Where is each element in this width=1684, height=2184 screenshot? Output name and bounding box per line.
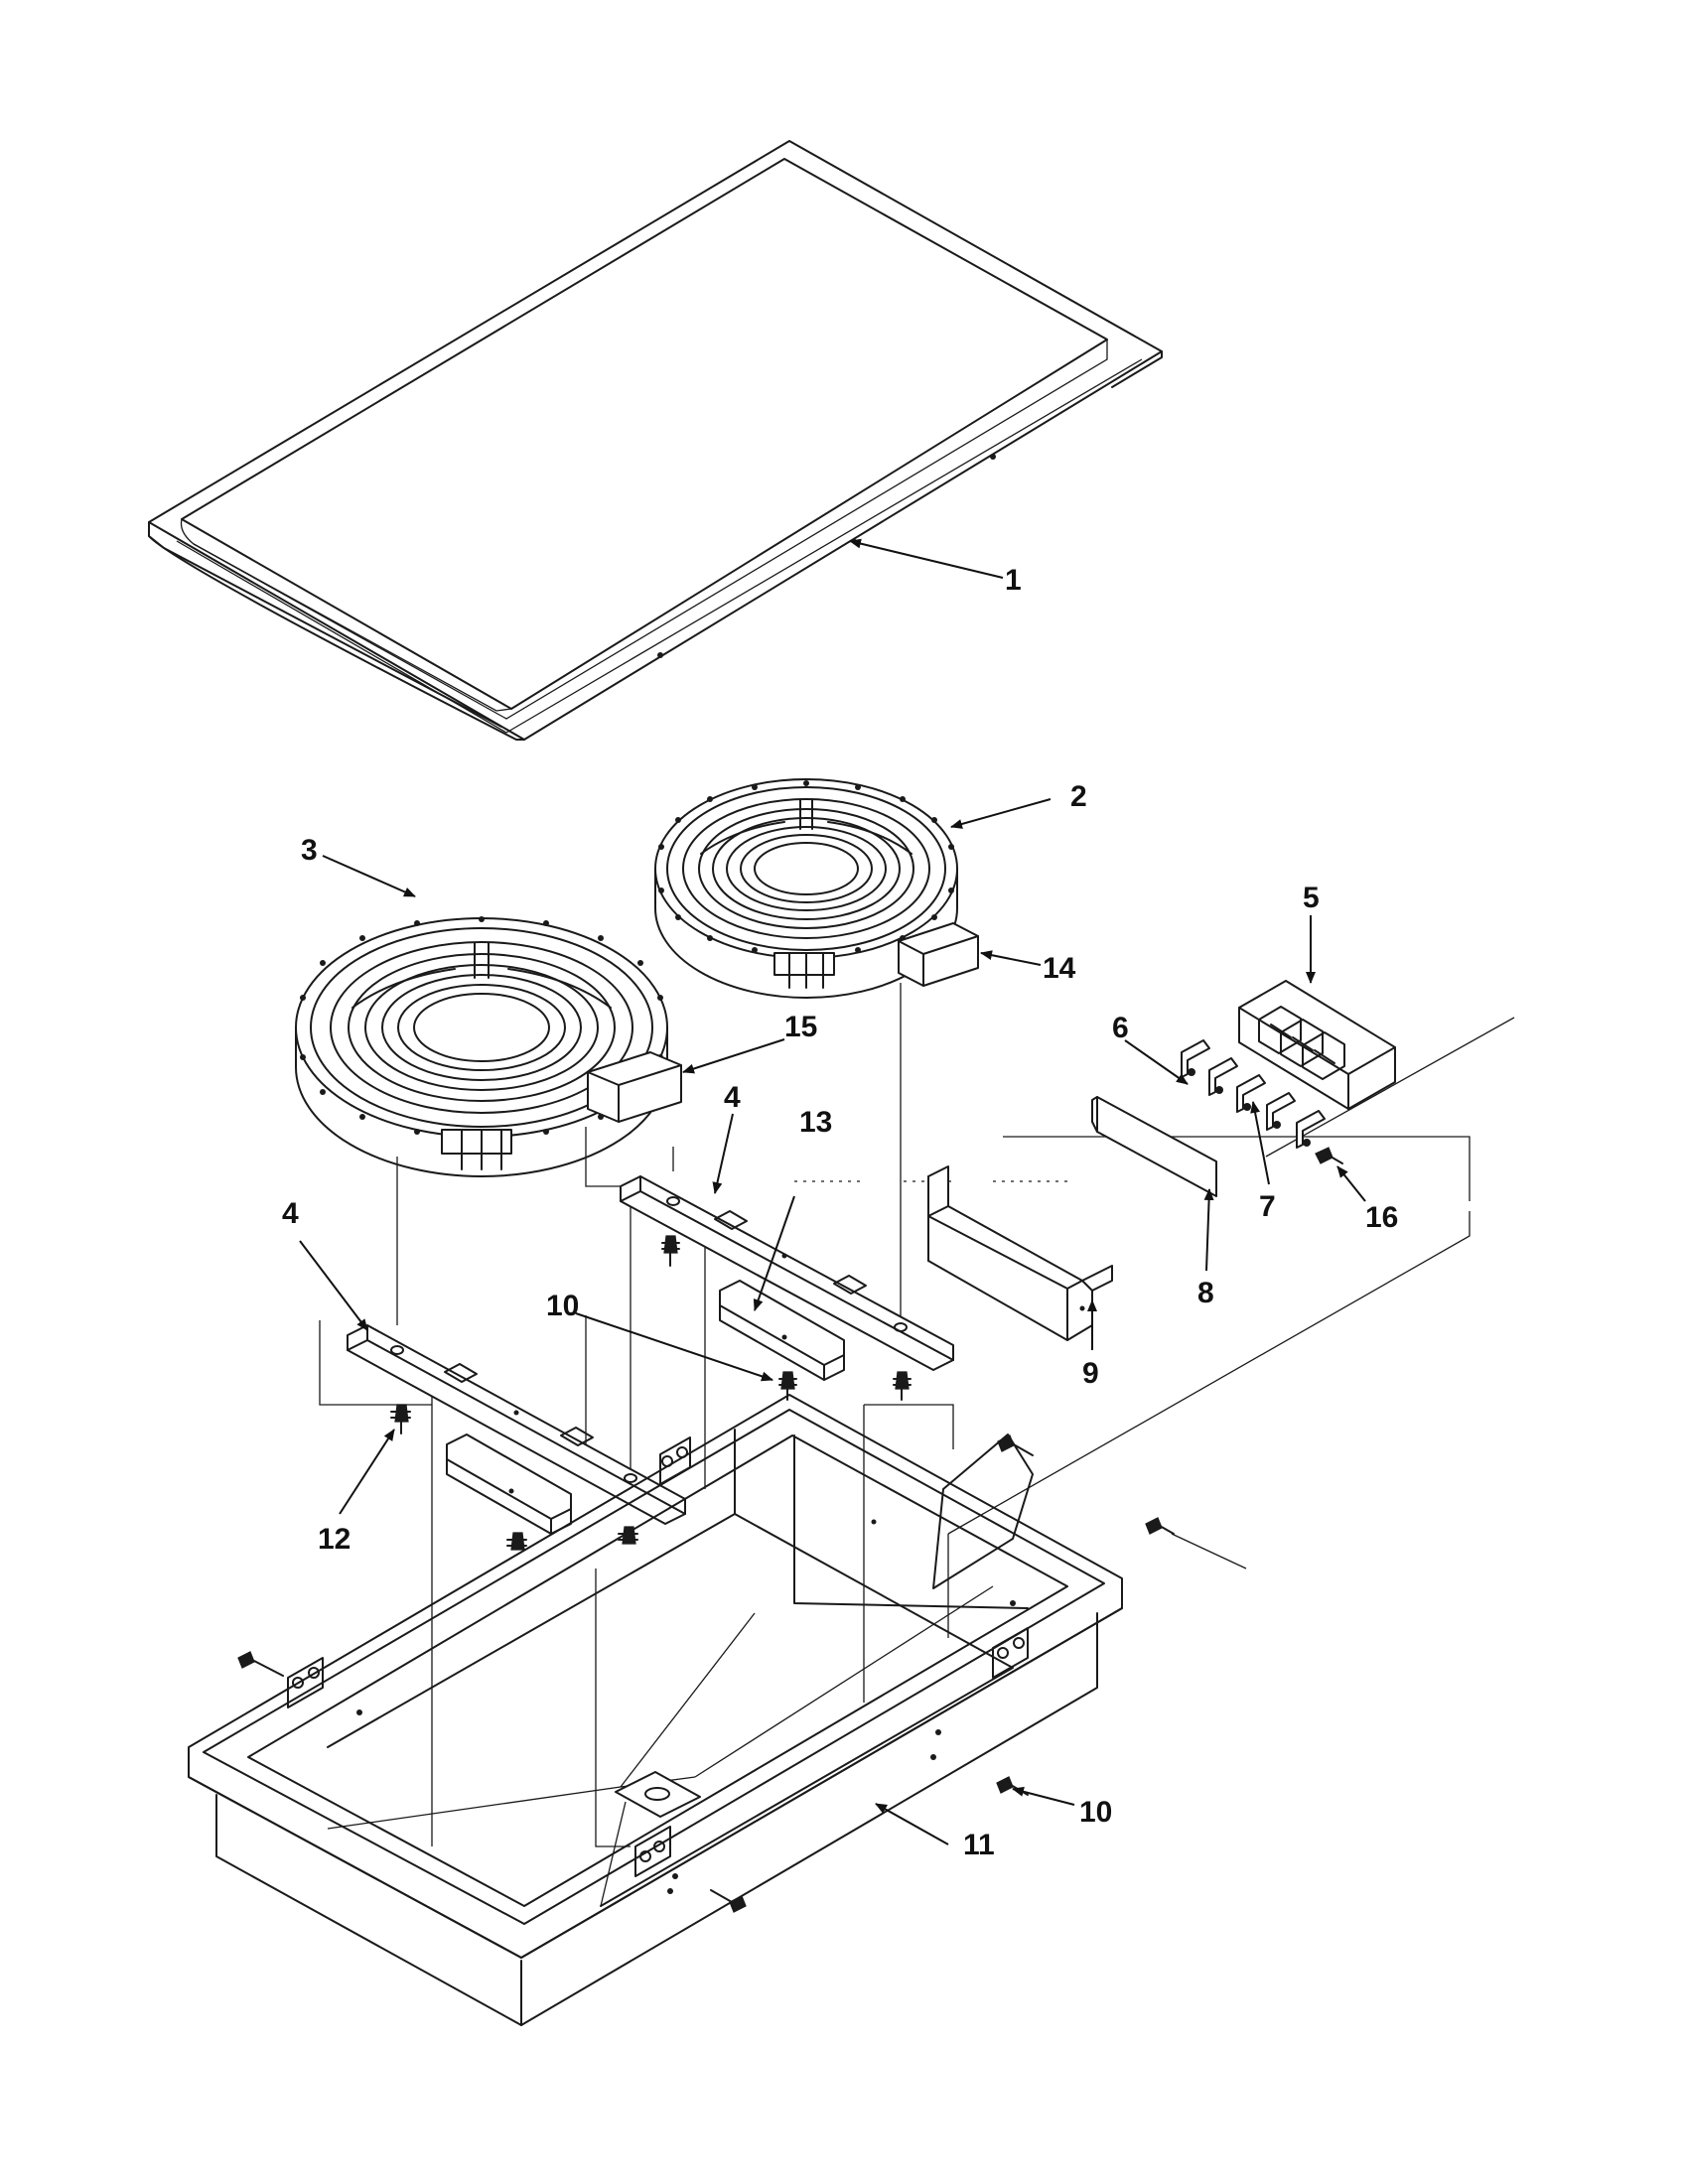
limiter-large	[587, 1051, 682, 1123]
support-bracket-upper	[620, 1175, 954, 1371]
spring-screw	[390, 1404, 411, 1434]
glass-cooktop	[148, 140, 1163, 741]
callout-4-upper: 4	[724, 1081, 741, 1114]
limiter-small	[898, 922, 979, 987]
callout-3: 3	[301, 834, 318, 867]
spring-screw	[893, 1371, 912, 1401]
radiant-element-large	[295, 916, 668, 1177]
screw	[997, 1434, 1034, 1456]
terminal-clip	[1266, 1092, 1296, 1131]
callout-6: 6	[1112, 1012, 1129, 1044]
callout-11: 11	[963, 1829, 995, 1861]
leader-lines	[299, 538, 1366, 1845]
radiant-element-small	[654, 778, 958, 999]
callout-8: 8	[1197, 1277, 1214, 1309]
spring-screw	[778, 1371, 797, 1401]
callout-16: 16	[1365, 1201, 1398, 1234]
box-screws	[237, 1434, 1247, 1913]
terminal-clip	[1208, 1057, 1238, 1096]
callout-10-lower: 10	[1079, 1796, 1112, 1829]
screw-16	[1315, 1147, 1343, 1164]
terminal-studs	[773, 952, 835, 989]
terminal-clip	[1296, 1110, 1326, 1149]
spring-screw	[661, 1235, 680, 1267]
terminal-studs	[441, 1129, 512, 1170]
callout-13: 13	[799, 1106, 832, 1139]
spring-screw	[506, 1532, 527, 1551]
callout-15: 15	[784, 1011, 817, 1043]
callout-4-lower: 4	[282, 1197, 299, 1230]
callout-1: 1	[1005, 564, 1022, 597]
terminal-clips	[1181, 1039, 1326, 1149]
burner-box	[188, 1394, 1123, 2026]
terminal-clip	[1236, 1074, 1266, 1113]
clamp-channel-upper	[719, 1280, 845, 1381]
spring-screws	[390, 1235, 912, 1551]
terminal-block-bracket	[927, 1165, 1113, 1341]
alignment-lines	[319, 983, 1515, 1847]
callout-7: 7	[1259, 1190, 1276, 1223]
mounting-tabs	[287, 1436, 1029, 1877]
screw	[710, 1889, 747, 1913]
callout-10-upper: 10	[546, 1290, 579, 1322]
terminal-shield	[1091, 1096, 1217, 1197]
callout-2: 2	[1070, 780, 1087, 813]
callout-5: 5	[1303, 882, 1320, 914]
callout-14: 14	[1043, 952, 1076, 985]
callout-9: 9	[1082, 1357, 1099, 1390]
terminal-clip	[1181, 1039, 1210, 1078]
callout-12: 12	[318, 1523, 351, 1556]
screw	[237, 1651, 284, 1677]
callouts: 1 2 3 14 15 5 6 7 16 8 9 4 13 4 10 12 10…	[282, 564, 1398, 1861]
terminal-block	[1238, 980, 1396, 1110]
element-screw-holes	[658, 780, 954, 953]
screw	[1145, 1517, 1175, 1535]
